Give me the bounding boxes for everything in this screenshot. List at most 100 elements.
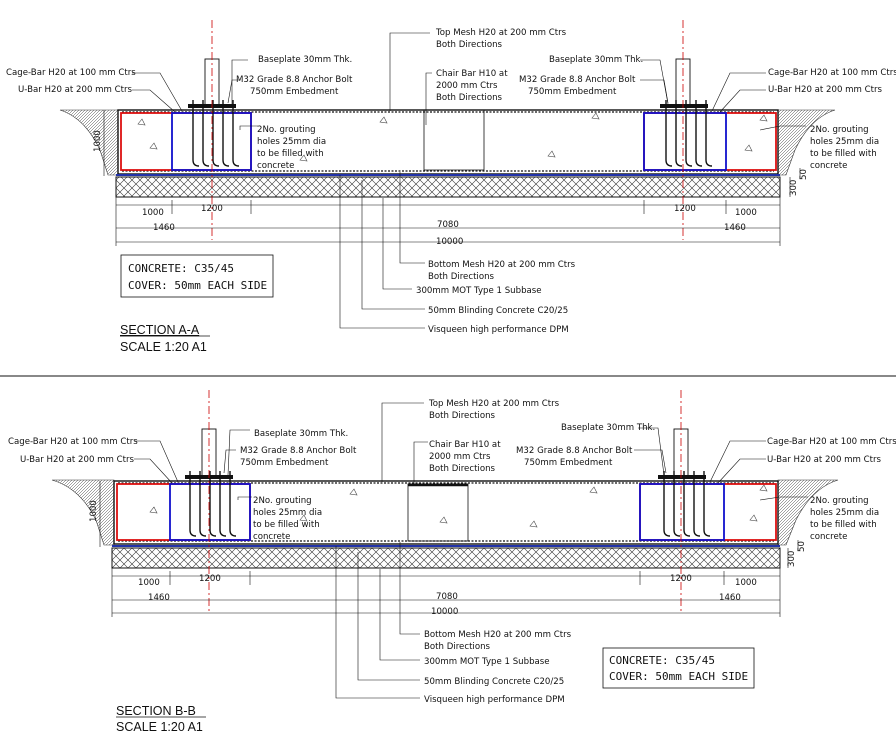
dim-10000-b: 10000 [431, 607, 458, 617]
soil-left [59, 109, 119, 176]
spec-cover-a: COVER: 50mm EACH SIDE [128, 279, 267, 292]
dim-1200-right: 1200 [674, 204, 696, 214]
label-grout-right-4-b: concrete [810, 532, 847, 542]
label-anchor-right-b: M32 Grade 8.8 Anchor Bolt [516, 446, 633, 456]
spec-box-b [602, 647, 755, 689]
spec-box-a [120, 254, 274, 298]
anchor-bolts-right [665, 100, 713, 167]
label-baseplate-left-b: Baseplate 30mm Thk. [254, 429, 348, 439]
label-grout-right-2: holes 25mm dia [810, 137, 879, 147]
concrete-aggregate [137, 112, 768, 162]
label-cage-bar-right-b: Cage-Bar H20 at 100 mm Ctrs [767, 437, 896, 447]
labels-a: Top Mesh H20 at 200 mm Ctrs Both Directi… [6, 28, 896, 354]
dim-1460-left-b: 1460 [148, 593, 170, 603]
dim-1000-vert-b: 1000 [89, 500, 99, 522]
label-grout-left-4: concrete [257, 161, 294, 171]
label-grout-right-1-b: 2No. grouting [810, 496, 869, 506]
label-u-bar-right: U-Bar H20 at 200 mm Ctrs [768, 85, 883, 95]
label-anchor-left-b: M32 Grade 8.8 Anchor Bolt [240, 446, 357, 456]
baseplate-right [660, 104, 708, 108]
label-blinding: 50mm Blinding Concrete C20/25 [428, 306, 568, 316]
dim-1200-left: 1200 [201, 204, 223, 214]
column-right [675, 58, 691, 108]
label-grout-right-2-b: holes 25mm dia [810, 508, 879, 518]
baseplate-right-b [658, 475, 706, 479]
section-title-a: SECTION A-A [120, 323, 200, 337]
label-top-mesh: Top Mesh H20 at 200 mm Ctrs [435, 28, 567, 38]
label-chair-1: Chair Bar H10 at [436, 69, 508, 79]
label-anchor-right-emb: 750mm Embedment [528, 87, 617, 97]
label-top-mesh-dir-b: Both Directions [429, 411, 496, 421]
section-title-b: SECTION B-B [116, 704, 196, 718]
leaders-a [132, 32, 806, 329]
anchor-bolts-left [192, 100, 240, 167]
dim-300-vert-b: 300 [787, 551, 797, 567]
dim-7080-b: 7080 [436, 592, 458, 602]
label-grout-left-1: 2No. grouting [257, 125, 316, 135]
spec-concrete-b: CONCRETE: C35/45 [609, 654, 715, 667]
cage-bar-right-b [639, 483, 777, 541]
column-right-b [673, 428, 689, 478]
concrete-aggregate-b [149, 484, 768, 528]
label-grout-left-3: to be filled with [257, 149, 324, 159]
label-u-bar-left: U-Bar H20 at 200 mm Ctrs [18, 85, 133, 95]
label-anchor-left-emb-b: 750mm Embedment [240, 458, 329, 468]
dim-1000-right: 1000 [735, 208, 757, 218]
label-chair-3-b: Both Directions [429, 464, 496, 474]
label-anchor-left-emb: 750mm Embedment [250, 87, 339, 97]
u-bar-left [171, 112, 252, 171]
label-anchor-right: M32 Grade 8.8 Anchor Bolt [519, 75, 636, 85]
label-baseplate-right: Baseplate 30mm Thk. [549, 55, 643, 65]
label-grout-right-3-b: to be filled with [810, 520, 877, 530]
u-bar-right-b [639, 483, 725, 541]
label-grout-right-1: 2No. grouting [810, 125, 869, 135]
dims-b [99, 481, 799, 617]
label-grout-right-3: to be filled with [810, 149, 877, 159]
label-grout-left-1-b: 2No. grouting [253, 496, 312, 506]
dim-10000: 10000 [436, 237, 463, 247]
dim-1000-vert: 1000 [93, 130, 103, 152]
spec-cover-b: COVER: 50mm EACH SIDE [609, 670, 748, 683]
label-top-mesh-dir: Both Directions [436, 40, 503, 50]
label-chair-2-b: 2000 mm Ctrs [429, 452, 491, 462]
soil-left-b [51, 479, 115, 546]
label-u-bar-left-b: U-Bar H20 at 200 mm Ctrs [20, 455, 135, 465]
dim-50-vert-b: 50 [797, 541, 807, 552]
dim-1460-right: 1460 [724, 223, 746, 233]
label-mot-b: 300mm MOT Type 1 Subbase [424, 657, 550, 667]
cage-bar-right [643, 112, 777, 171]
dim-1460-right-b: 1460 [719, 593, 741, 603]
anchor-bolts-right-b [663, 471, 711, 537]
label-chair-3: Both Directions [436, 93, 503, 103]
section-scale-b: SCALE 1:20 A1 [116, 720, 203, 734]
dim-1200-left-b: 1200 [199, 574, 221, 584]
label-grout-left-2-b: holes 25mm dia [253, 508, 322, 518]
anchor-bolts-left-b [189, 471, 237, 537]
label-chair-1-b: Chair Bar H10 at [429, 440, 501, 450]
label-chair-2: 2000 mm Ctrs [436, 81, 498, 91]
dim-1000-left-b: 1000 [138, 578, 160, 588]
soil-right-b [777, 479, 839, 546]
label-dpm: Visqueen high performance DPM [428, 325, 569, 335]
label-mot: 300mm MOT Type 1 Subbase [416, 286, 542, 296]
subbase [115, 176, 781, 198]
label-bottom-mesh: Bottom Mesh H20 at 200 mm Ctrs [428, 260, 576, 270]
label-baseplate-left: Baseplate 30mm Thk. [258, 55, 352, 65]
slab-outline [117, 109, 779, 175]
label-dpm-b: Visqueen high performance DPM [424, 695, 565, 705]
label-cage-bar-left: Cage-Bar H20 at 100 mm Ctrs [6, 68, 136, 78]
label-grout-right-4: concrete [810, 161, 847, 171]
u-bar-right [643, 112, 727, 171]
labels-b: Top Mesh H20 at 200 mm Ctrs Both Directi… [8, 399, 896, 734]
chair-bar [423, 109, 485, 171]
cage-bar-left [120, 112, 252, 171]
column-left-b [201, 428, 217, 478]
dim-1200-right-b: 1200 [670, 574, 692, 584]
label-u-bar-right-b: U-Bar H20 at 200 mm Ctrs [767, 455, 882, 465]
label-bottom-mesh-dir-b: Both Directions [424, 642, 491, 652]
label-bottom-mesh-dir: Both Directions [428, 272, 495, 282]
subbase-b [111, 547, 781, 569]
column-left [204, 58, 220, 108]
label-grout-left-3-b: to be filled with [253, 520, 320, 530]
